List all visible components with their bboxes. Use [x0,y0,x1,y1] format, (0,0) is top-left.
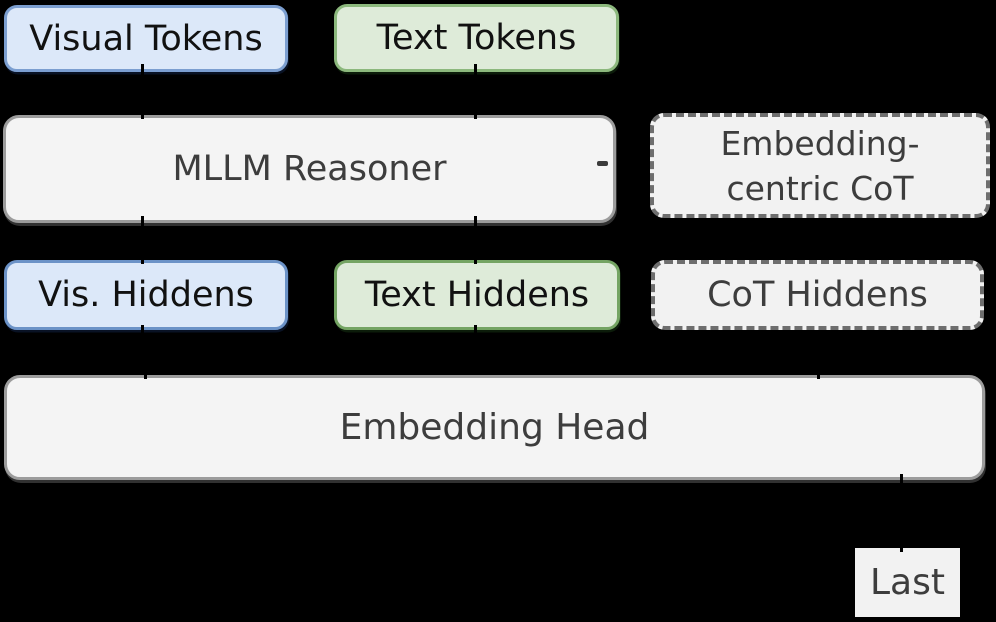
last-label: Last [870,562,945,603]
embedding-centric-cot-box: Embedding- centric CoT [650,113,990,218]
text-tokens-label: Text Tokens [376,18,577,58]
arrow-stub [474,64,477,77]
embedding-head-box: Embedding Head [4,375,985,480]
text-hiddens-label: Text Hiddens [364,275,590,315]
arrow-stub [144,371,147,379]
arrow-stub [141,325,144,334]
arrow-stub [141,216,144,226]
text-tokens-box: Text Tokens [334,4,619,72]
vis-hiddens-box: Vis. Hiddens [4,260,288,330]
arrow-stub [141,110,144,119]
embedding-head-label: Embedding Head [339,407,650,448]
arrow-stub [474,325,477,334]
arrow-stub [141,256,144,264]
arrow-stub [474,110,477,119]
cot-hiddens-label: CoT Hiddens [707,275,928,315]
mllm-reasoner-label: MLLM Reasoner [172,149,447,189]
text-hiddens-box: Text Hiddens [334,260,620,330]
arrow-stub [900,545,903,552]
embedding-centric-cot-line2: centric CoT [726,168,914,208]
arrow-stub [900,474,903,484]
arrow-stub [474,256,477,264]
vis-hiddens-label: Vis. Hiddens [38,275,254,315]
arrow-stub [141,64,144,77]
arrow-stub [817,371,820,379]
visual-tokens-label: Visual Tokens [29,18,263,59]
mllm-reasoner-box: MLLM Reasoner [3,115,616,223]
cot-hiddens-box: CoT Hiddens [651,260,984,330]
dashed-connector-fragment [597,161,608,166]
last-token-label-chip: Last [855,548,960,617]
visual-tokens-box: Visual Tokens [4,5,288,72]
embedding-centric-cot-line1: Embedding- [720,123,920,163]
arrow-stub [474,216,477,226]
